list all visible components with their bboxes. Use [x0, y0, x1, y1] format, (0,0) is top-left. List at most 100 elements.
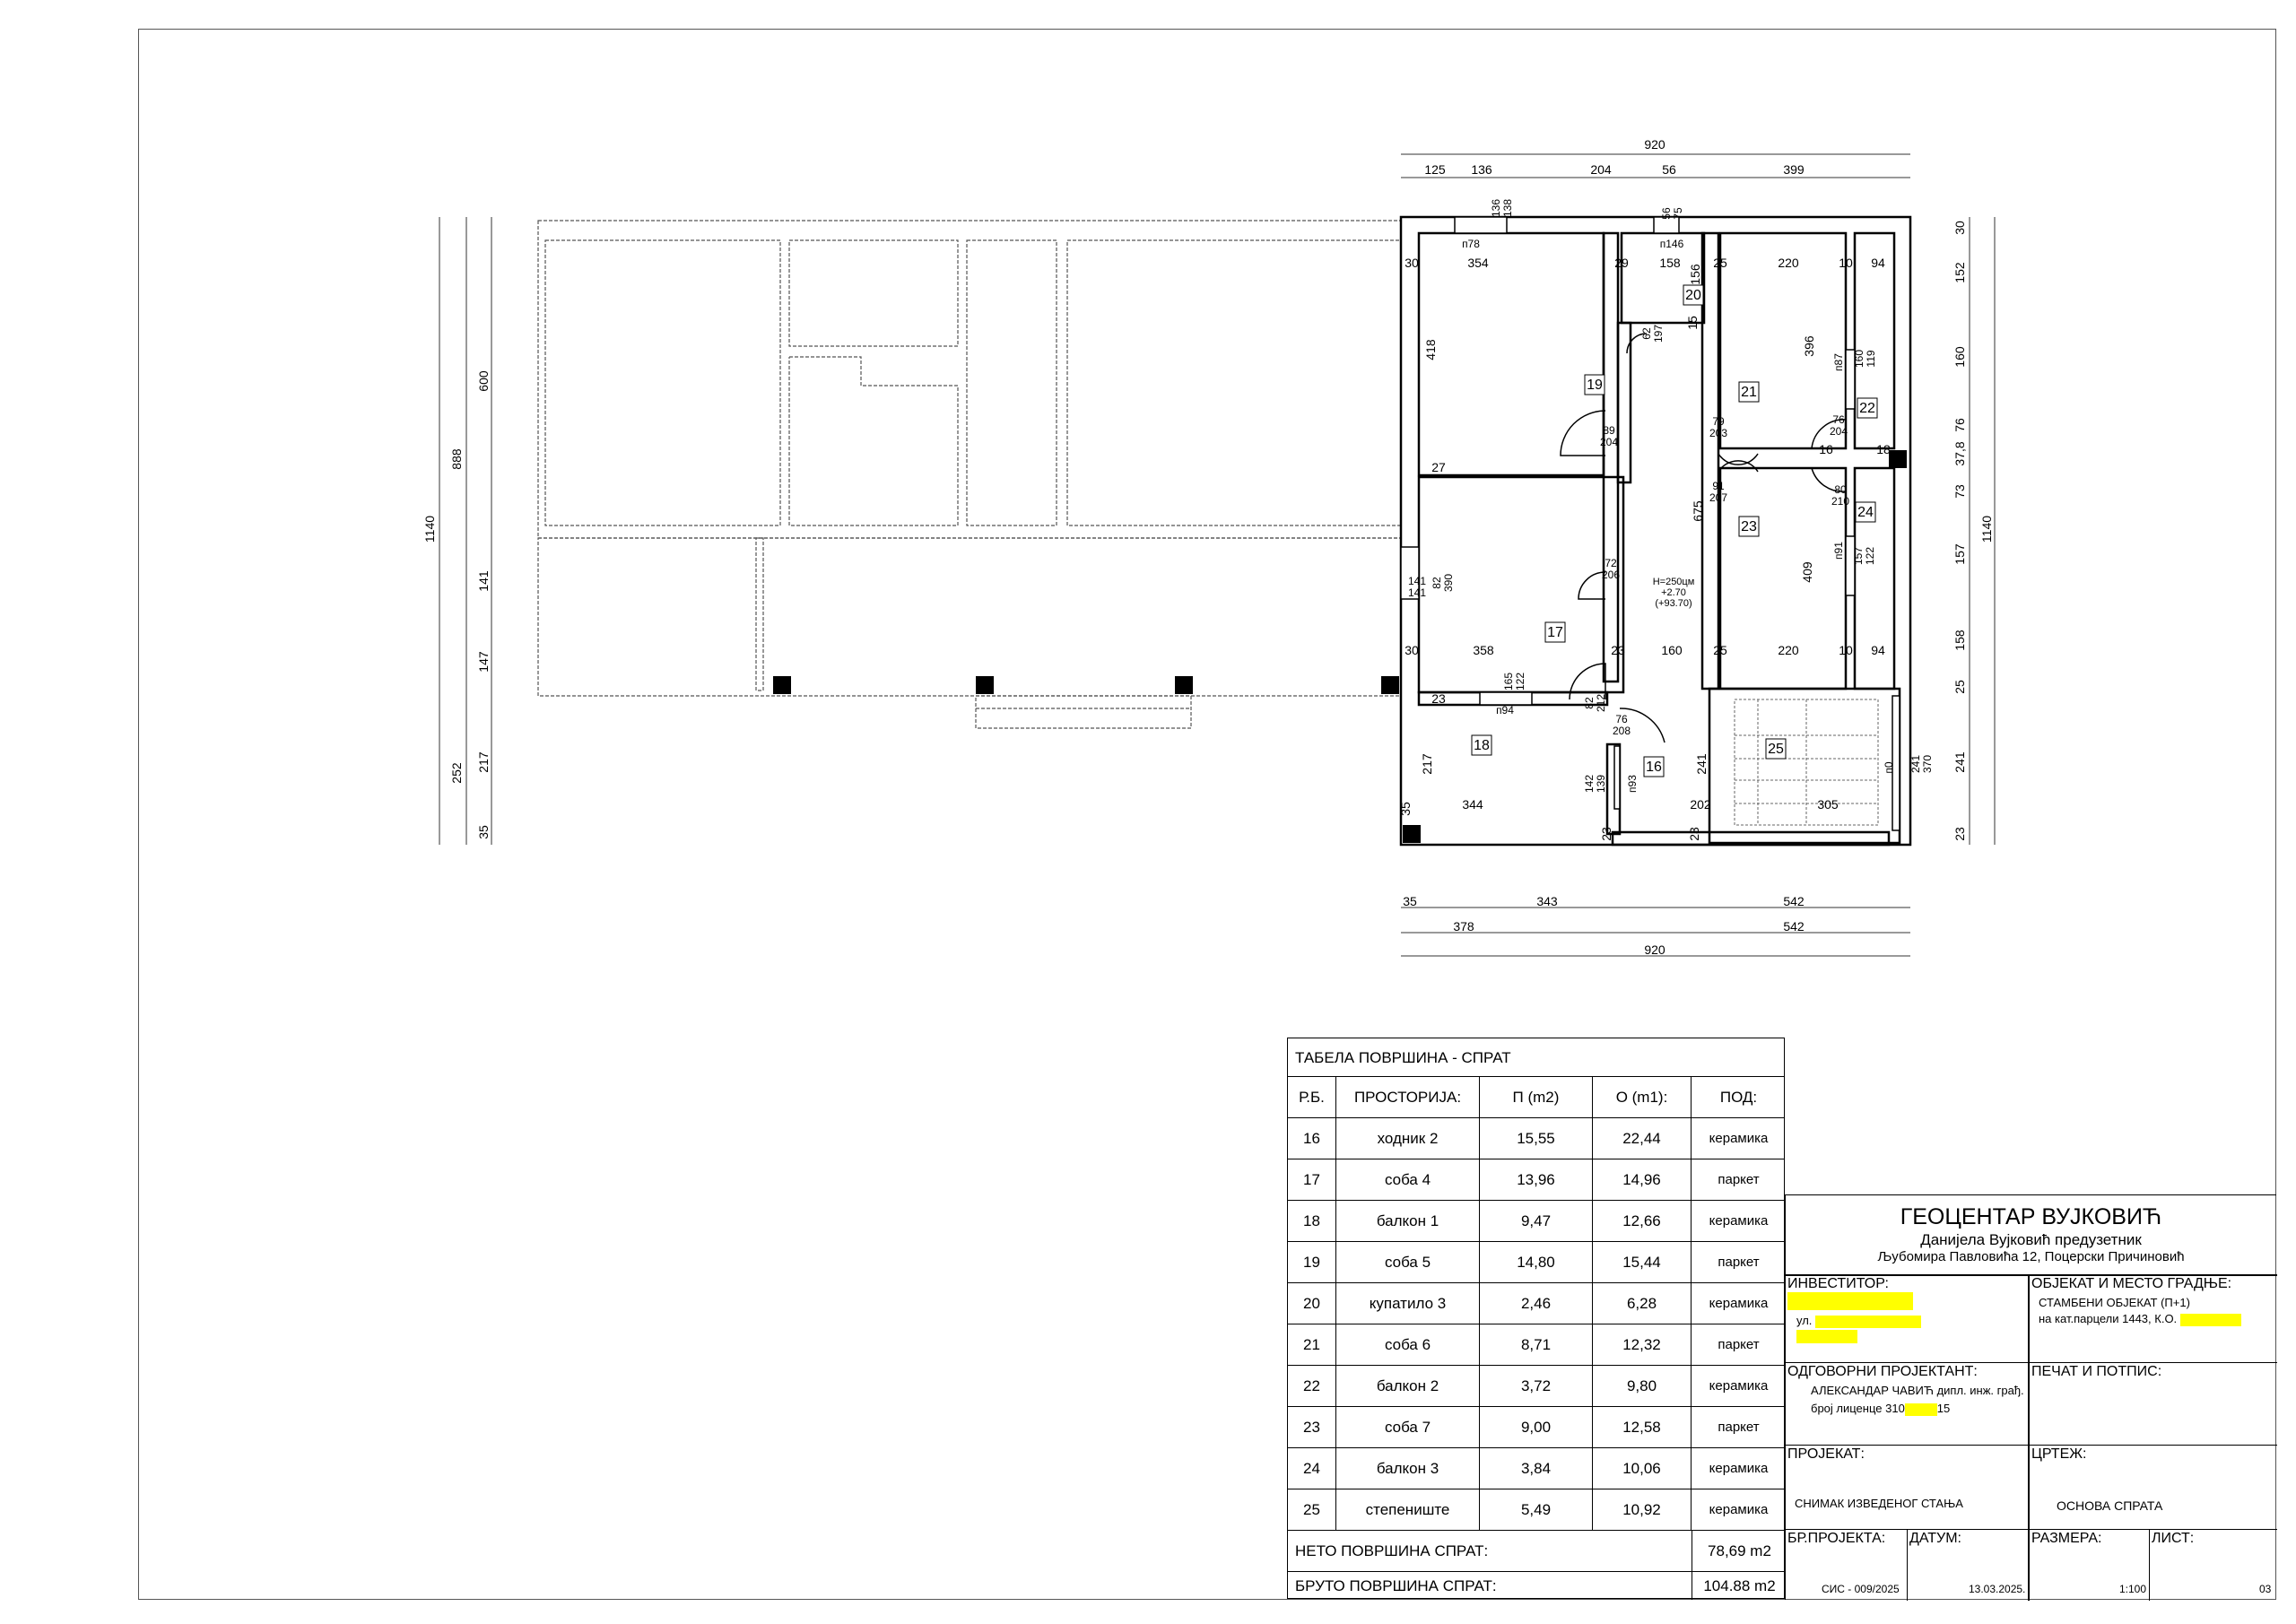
date-value: 13.03.2025. [1969, 1583, 2026, 1595]
dimension-label: 343 [1536, 894, 1558, 908]
table-cell: соба 4 [1336, 1159, 1480, 1200]
table-cell: керамика [1709, 1296, 1769, 1311]
table-cell: купатило 3 [1336, 1283, 1480, 1324]
table-cell: 2,46 [1480, 1283, 1593, 1324]
dimension-label: 141 [476, 570, 491, 592]
area-table: ТАБЕЛА ПОВРШИНА - СПРАТ Р.Б. ПРОСТОРИЈА:… [1287, 1038, 1785, 1600]
dimension-label: 165122 [1502, 673, 1526, 690]
table-cell: паркет [1718, 1420, 1760, 1435]
header-cell: ПОД: [1719, 1088, 1758, 1106]
investor-redaction [1787, 1292, 1913, 1310]
dimension-label: 1140 [422, 516, 437, 543]
ground-columns [773, 450, 1907, 843]
dimension-label: 56 [1662, 162, 1676, 177]
dimension-label: 158 [1659, 256, 1681, 270]
dimension-label: 37,8 [1952, 441, 1967, 465]
table-cell: 12,58 [1593, 1407, 1692, 1447]
area-table-title: ТАБЕЛА ПОВРШИНА - СПРАТ [1288, 1038, 1784, 1077]
net-area-label: НЕТО ПОВРШИНА СПРАТ: [1295, 1541, 1489, 1559]
table-cell: 9,47 [1480, 1201, 1593, 1241]
table-cell: керамика [1709, 1131, 1769, 1146]
table-cell: 8,71 [1480, 1324, 1593, 1365]
gross-area-label: БРУТО ПОВРШИНА СПРАТ: [1295, 1576, 1497, 1594]
level-note: (+93.70) [1655, 598, 1692, 609]
dimension-label: 344 [1462, 797, 1483, 812]
room-number-box [1643, 756, 1665, 777]
table-cell: 14,96 [1593, 1159, 1692, 1200]
dimension-label: 76 [1952, 418, 1967, 432]
room-number: 20 [1685, 288, 1701, 303]
level-note: Н=250цм [1653, 577, 1695, 587]
room-number: 16 [1646, 760, 1662, 775]
dimension-label: 160 [1661, 643, 1683, 657]
dimension-label: 23 [1687, 827, 1701, 841]
drawing-frame [138, 29, 2276, 1600]
dimension-label: 94 [1871, 256, 1885, 270]
room-number-box [1683, 284, 1704, 306]
date-label: ДАТУМ: [1909, 1531, 1961, 1546]
dimension-label: 396 [1802, 335, 1816, 357]
table-cell: 22 [1288, 1366, 1336, 1406]
table-cell: 25 [1288, 1489, 1336, 1530]
project-number-label: БР.ПРОЈЕКТА: [1787, 1531, 1886, 1546]
designer-name: АЛЕКСАНДАР ЧАВИЋ дипл. инж. грађ. [1811, 1384, 2024, 1397]
dimension-label: 35 [1403, 822, 1417, 837]
table-cell: 5,49 [1480, 1489, 1593, 1530]
dimension-label: 136 [1471, 162, 1492, 177]
table-cell: 20 [1288, 1283, 1336, 1324]
room-number-box [1857, 397, 1878, 419]
table-cell: 15,55 [1480, 1118, 1593, 1159]
dimension-label: 29 [1614, 256, 1629, 270]
area-table-header: Р.Б. ПРОСТОРИЈА: П (m2) О (m1): ПОД: [1288, 1077, 1784, 1118]
dimension-label: 152 [1952, 262, 1967, 283]
dimension-label: 542 [1783, 919, 1805, 934]
table-cell: паркет [1718, 1337, 1760, 1352]
investor-street: ул. [1796, 1314, 1922, 1328]
dimension-label: 5675 [1660, 207, 1684, 220]
room-number-box [1471, 734, 1492, 756]
table-cell: 22,44 [1593, 1118, 1692, 1159]
dimension-label: 217 [1420, 753, 1434, 775]
room-number-box [1544, 621, 1566, 643]
dimension-label: 23 [1599, 827, 1613, 841]
dimension-label: 35 [1403, 894, 1417, 908]
dimension-label: 16 [1819, 442, 1833, 456]
table-cell: 10,92 [1593, 1489, 1692, 1530]
lower-roof-outline [537, 220, 1402, 729]
dimension-label: 18 [1876, 442, 1891, 456]
dimension-label: 920 [1644, 137, 1665, 152]
dimension-label: 204 [1590, 162, 1612, 177]
dimension-label: 82390 [1431, 574, 1455, 592]
table-cell: балкон 2 [1336, 1366, 1480, 1406]
dimension-label: 73 [1952, 484, 1967, 499]
table-cell: соба 5 [1336, 1242, 1480, 1282]
dimension-label: 15 [1685, 316, 1700, 330]
dimension-label: 27 [1431, 460, 1446, 474]
dimension-label: 82212 [1583, 694, 1607, 712]
room-number: 23 [1741, 519, 1757, 534]
dimension-label: 378 [1453, 919, 1474, 934]
dimension-label: 305 [1817, 797, 1839, 812]
dimension-label: 1140 [1979, 516, 1994, 543]
dimension-label: 142139 [1583, 775, 1607, 793]
room-number-box [1738, 516, 1760, 537]
object-label: ОБЈЕКАТ И МЕСТО ГРАДЊЕ: [2031, 1276, 2232, 1291]
dimension-label: 354 [1467, 256, 1489, 270]
dimension-label: 25 [1713, 256, 1727, 270]
dimension-label: 920 [1644, 942, 1665, 957]
dimension-label: 202 [1690, 797, 1711, 812]
dimension-label: 888 [449, 448, 464, 470]
dimension-label: 675 [1691, 500, 1705, 522]
table-cell: 19 [1288, 1242, 1336, 1282]
object-line-2: на кат.парцели 1443, К.О. [2039, 1312, 2241, 1326]
staircase [1734, 699, 1879, 826]
table-cell: паркет [1718, 1255, 1760, 1270]
